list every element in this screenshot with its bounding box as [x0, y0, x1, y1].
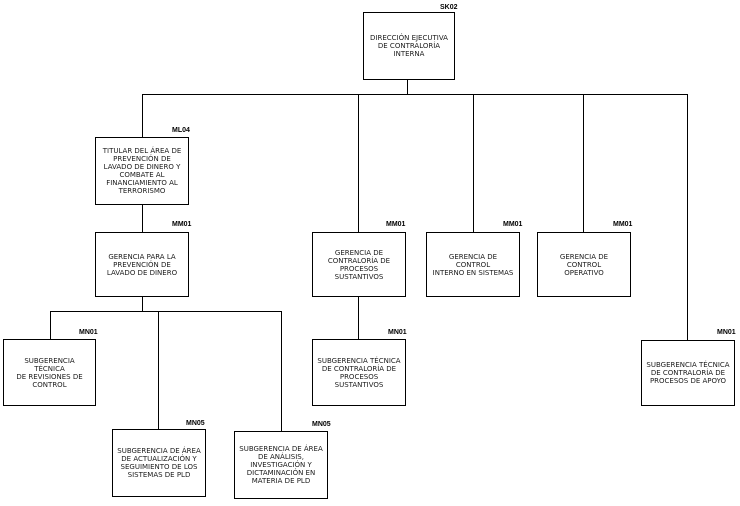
unit-box-sub-apoyo: SUBGERENCIA TÉCNICA DE CONTRALORÍA DE PR…: [641, 340, 735, 406]
connector-top-bus: [142, 94, 687, 95]
unit-box-gerencia-sistemas: GERENCIA DE CONTROL INTERNO EN SISTEMAS: [426, 232, 520, 297]
unit-code-sub-analisis: MN05: [312, 421, 331, 428]
connector-to-sub-apoyo: [687, 94, 688, 340]
unit-box-sub-revisiones: SUBGERENCIA TÉCNICA DE REVISIONES DE CON…: [3, 339, 96, 406]
unit-box-sub-sustantivos: SUBGERENCIA TÉCNICA DE CONTRALORÍA DE PR…: [312, 339, 406, 406]
connector-dir-down: [407, 80, 408, 95]
connector-gerencia-pld-down: [142, 297, 143, 312]
connector-to-titular: [142, 94, 143, 137]
unit-code-titular-pld: ML04: [172, 127, 190, 134]
connector-pld-bus: [50, 311, 281, 312]
unit-code-sub-sustantivos: MN01: [388, 329, 407, 336]
unit-code-sub-apoyo: MN01: [717, 329, 736, 336]
connector-to-gerencia-sistemas: [473, 94, 474, 232]
unit-box-gerencia-operativo: GERENCIA DE CONTROL OPERATIVO: [537, 232, 631, 297]
connector-to-gerencia-sustantivos: [358, 94, 359, 232]
unit-box-titular-pld: TITULAR DEL ÁREA DE PREVENCIÓN DE LAVADO…: [95, 137, 189, 205]
connector-to-sub-revisiones: [50, 311, 51, 339]
connector-to-gerencia-operativo: [583, 94, 584, 232]
unit-box-dir: DIRECCIÓN EJECUTIVA DE CONTRALORÍA INTER…: [363, 12, 455, 80]
unit-box-gerencia-pld: GERENCIA PARA LA PREVENCIÓN DE LAVADO DE…: [95, 232, 189, 297]
unit-box-gerencia-sustantivos: GERENCIA DE CONTRALORÍA DE PROCESOS SUST…: [312, 232, 406, 297]
unit-code-sub-revisiones: MN01: [79, 329, 98, 336]
unit-code-gerencia-sistemas: MM01: [503, 221, 523, 228]
unit-box-sub-actualizacion: SUBGERENCIA DE ÁREA DE ACTUALIZACIÓN Y S…: [112, 429, 206, 497]
connector-to-sub-analisis: [281, 311, 282, 431]
unit-code-sub-actualizacion: MN05: [186, 420, 205, 427]
unit-code-gerencia-operativo: MM01: [613, 221, 633, 228]
connector-titular-to-gerencia-pld: [142, 205, 143, 232]
unit-code-gerencia-pld: MM01: [172, 221, 192, 228]
unit-code-gerencia-sustantivos: MM01: [386, 221, 406, 228]
unit-box-sub-analisis: SUBGERENCIA DE ÁREA DE ANÁLISIS, INVESTI…: [234, 431, 328, 499]
connector-to-sub-sustantivos: [358, 297, 359, 339]
unit-code-dir: SK02: [440, 4, 458, 11]
connector-to-sub-actualizacion: [158, 311, 159, 429]
